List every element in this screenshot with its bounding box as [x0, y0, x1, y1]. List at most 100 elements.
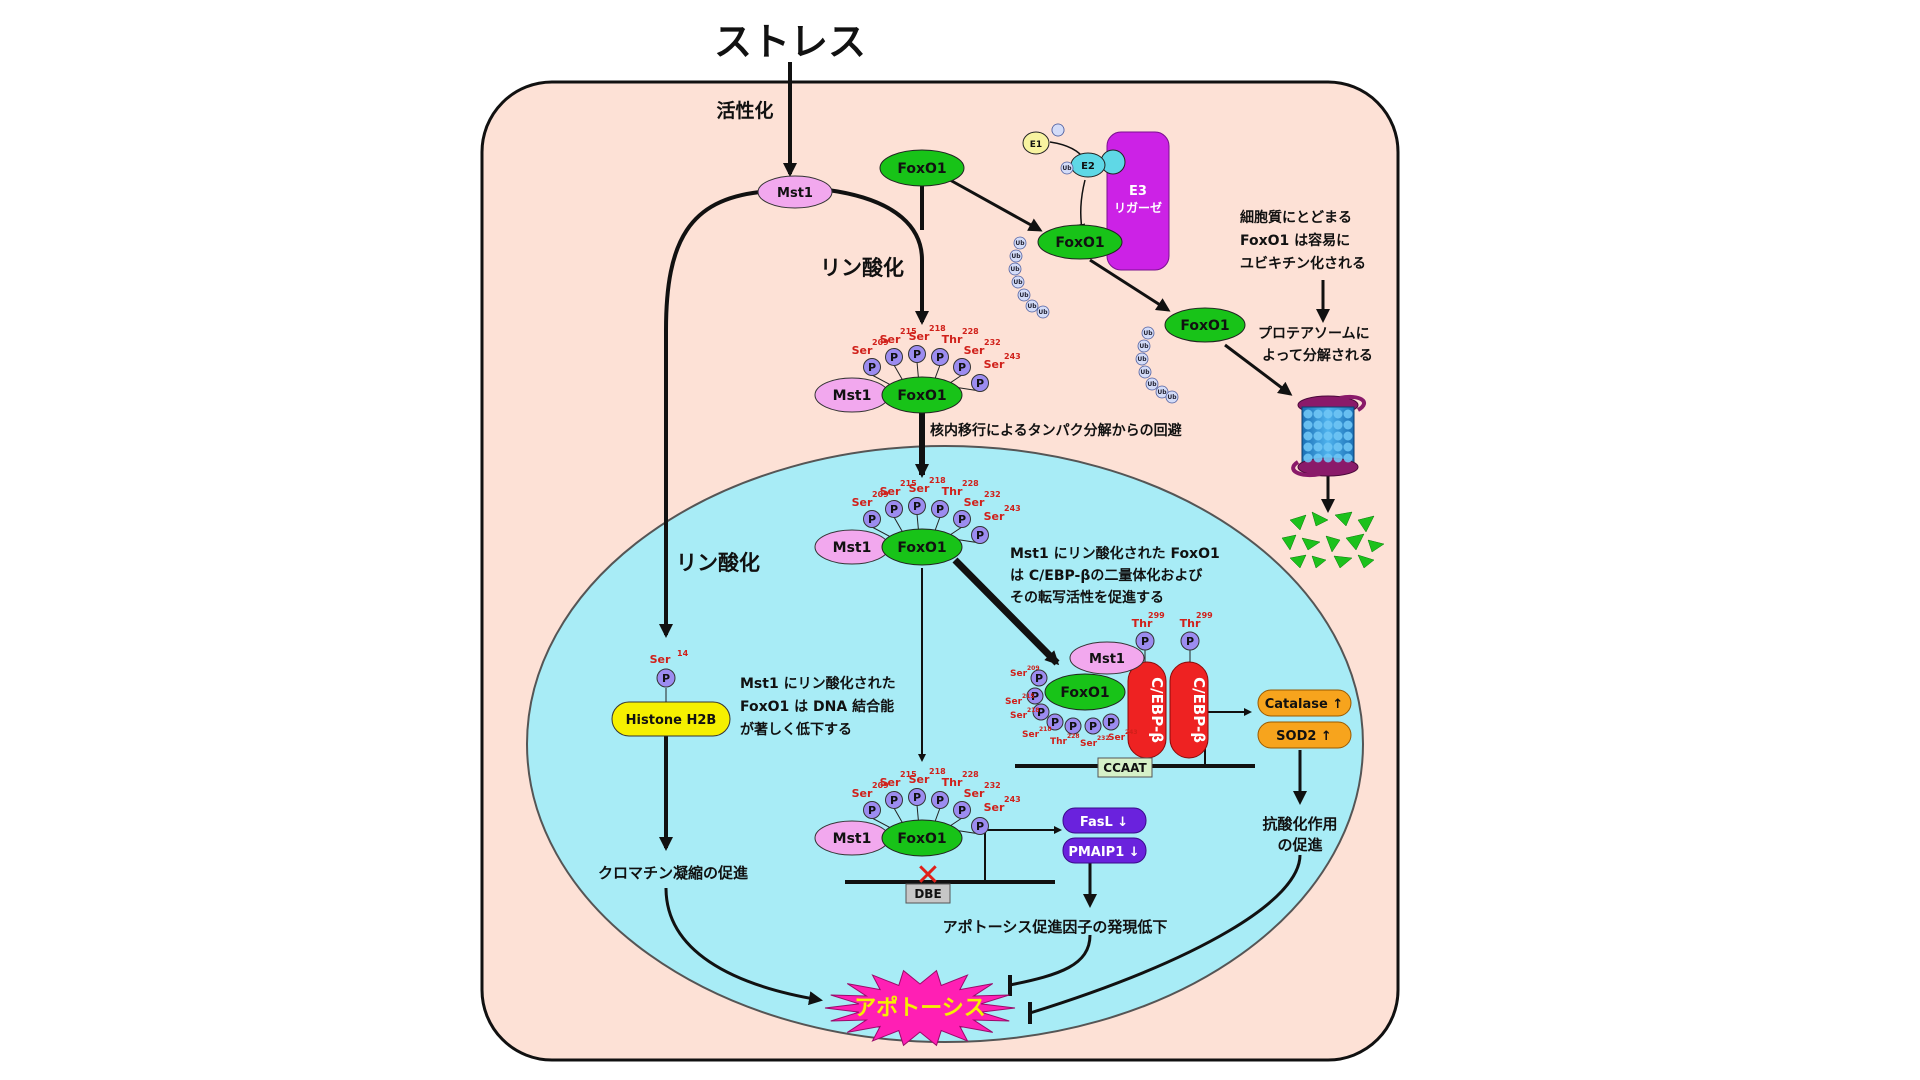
site-number: 209: [872, 338, 889, 347]
p-site-label: P: [1089, 720, 1097, 733]
catalase-label: Catalase ↑: [1265, 697, 1344, 712]
pmaip1-label: PMAIP1 ↓: [1068, 845, 1139, 860]
mst1-node-top-label: Mst1: [777, 186, 813, 201]
ub-icon: [1013, 236, 1027, 250]
ub-label: Ub: [1157, 389, 1167, 396]
proteasome: [1291, 395, 1366, 477]
site-number: 215: [900, 770, 917, 779]
dbe-box: [905, 883, 951, 904]
label-proteasome-note-2: よって分解される: [1262, 347, 1373, 364]
p-site-icon: [953, 801, 971, 819]
p-site-icon: [931, 348, 949, 366]
apoptosis-burst: アポトーシス: [824, 969, 1016, 1047]
label-activation: 活性化: [716, 99, 773, 122]
ccaat-box: [1097, 757, 1153, 778]
site-number: 228: [1067, 733, 1080, 740]
fasl-node: [1062, 807, 1147, 834]
ub-label: Ub: [1015, 240, 1025, 247]
site-number: 243: [1004, 795, 1021, 804]
p-site-label: P: [1035, 672, 1043, 685]
label-cebp-note-1: Mst1 にリン酸化された FoxO1: [1010, 545, 1220, 562]
label-antioxidant-2: の促進: [1277, 836, 1323, 854]
ub-label: Ub: [1013, 279, 1023, 286]
ub-icon: [1145, 377, 1159, 391]
site-number: 215: [900, 327, 917, 336]
foxo1-ub-node-label: FoxO1: [1055, 235, 1104, 251]
site-residue: Ser: [964, 496, 985, 509]
site-residue: Ser: [984, 358, 1005, 371]
p-site-icon: [971, 374, 989, 392]
ub-label: Ub: [1038, 309, 1048, 316]
site-residue: Ser: [1010, 669, 1028, 679]
site-residue: Ser: [964, 344, 985, 357]
p-site-label: P: [936, 503, 944, 516]
e3-ligase-label-2: リガーゼ: [1114, 200, 1162, 215]
apoptosis-label: アポトーシス: [854, 995, 986, 1021]
label-dna-note-2: FoxO1 は DNA 結合能: [740, 698, 894, 715]
mst1-node-label: Mst1: [833, 831, 872, 847]
site-number: 243: [1004, 352, 1021, 361]
p-site-label: P: [976, 529, 984, 542]
label-dna-note-1: Mst1 にリン酸化された: [740, 675, 896, 692]
fasl-label: FasL ↓: [1080, 815, 1128, 830]
mst1-node-top: [757, 175, 833, 209]
label-cebp-note-3: その転写活性を促進する: [1010, 589, 1164, 606]
histone-h2b-node: [611, 701, 731, 737]
ub-label: Ub: [1010, 266, 1020, 273]
p-site-icon: [885, 348, 903, 366]
arrow-mst1-histone: [659, 190, 761, 638]
cebp-complex: C/EBP-β C/EBP-β P Thr 299 P Thr 299: [1127, 611, 1213, 759]
label-cytoplasm-note-1: 細胞質にとどまる: [1240, 209, 1352, 226]
p-site-icon: [931, 791, 949, 809]
arrow-chromatin-apoptosis: [664, 887, 823, 1006]
label-phosphorylation-1: リン酸化: [820, 256, 904, 280]
site-number: 232: [984, 490, 1001, 499]
site-number: 209: [1027, 665, 1040, 672]
site-residue: Thr: [1050, 737, 1068, 747]
ccaat-label: CCAAT: [1103, 761, 1147, 775]
histone-ser-num: 14: [677, 649, 689, 658]
p-site-label: P: [1069, 720, 1077, 733]
ub-icon: [1008, 262, 1022, 276]
p-site-icon: [931, 500, 949, 518]
site-residue: Ser: [880, 333, 901, 346]
site-residue: Ser: [880, 485, 901, 498]
site-number: 228: [962, 479, 979, 488]
ub-label: Ub: [1027, 303, 1037, 310]
phospho-complex-dbe: PSer209PSer215PSer218PThr228PSer232PSer2…: [814, 767, 1021, 857]
site-residue: Ser: [1108, 733, 1126, 743]
arrow-mst1-phospho: [827, 188, 929, 325]
site-residue: Ser: [852, 787, 873, 800]
p-site-icon: [1026, 687, 1044, 705]
mst1-node-label: Mst1: [833, 540, 872, 556]
histone-p-circle: [656, 668, 676, 688]
label-dna-note-3: が著しく低下する: [740, 721, 852, 738]
site-number: 228: [962, 327, 979, 336]
foxo1-node-top: [879, 149, 965, 187]
label-apoptosis-factor: アポトーシス促進因子の発現低下: [943, 918, 1168, 936]
ub-label: Ub: [1062, 165, 1072, 172]
arrow-foxo1-ub: [949, 178, 1043, 232]
label-antioxidant-1: 抗酸化作用: [1262, 815, 1337, 833]
site-residue: Ser: [1010, 711, 1028, 721]
ub-icon: [1011, 275, 1025, 289]
site-residue: Ser: [984, 801, 1005, 814]
site-residue: Ser: [852, 496, 873, 509]
inhibit-factor-apoptosis: [1009, 934, 1092, 987]
p-site-icon: [953, 358, 971, 376]
site-number: 232: [1097, 735, 1110, 742]
p-site-icon: [1032, 703, 1050, 721]
p-site-label: P: [913, 348, 921, 361]
site-residue: Ser: [984, 510, 1005, 523]
site-number: 215: [1022, 693, 1035, 700]
arrow-foxo1-cebp: [952, 557, 1060, 666]
site-residue: Ser: [880, 776, 901, 789]
ub-label: Ub: [1011, 253, 1021, 260]
mst1-node-label: Mst1: [833, 388, 872, 404]
cebp-right-label: C/EBP-β: [1190, 677, 1208, 743]
ub-icon: [1137, 339, 1151, 353]
ub-icon: [1009, 249, 1023, 263]
ub-label: Ub: [1019, 292, 1029, 299]
